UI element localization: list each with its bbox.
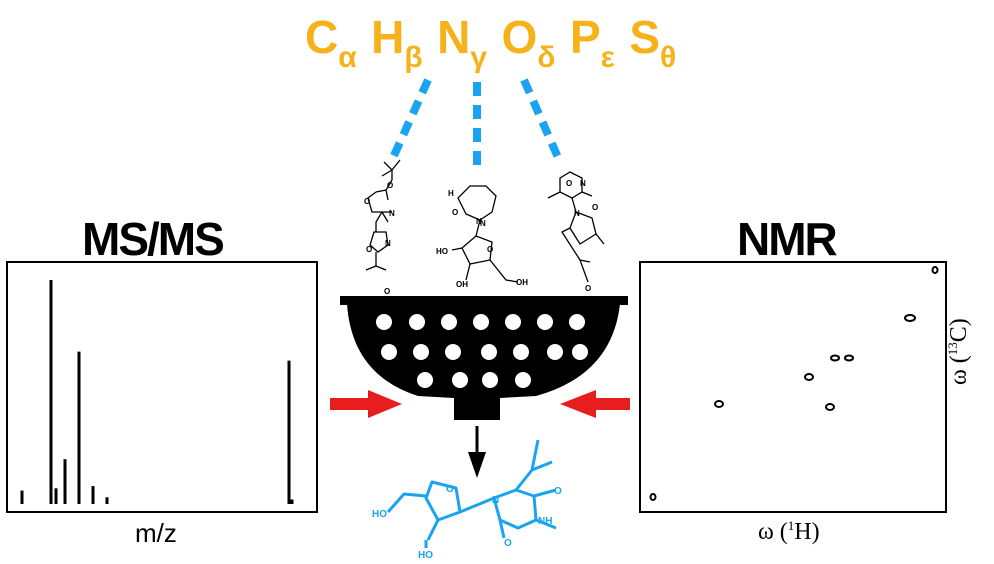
atom-label: O [554, 486, 562, 497]
nmr-peak [714, 400, 724, 408]
red-arrow-right [560, 390, 630, 418]
formula-element-n: Nγ [437, 11, 488, 74]
atom-label: OH [516, 278, 528, 287]
nmr-peak [830, 354, 840, 362]
atom-label: O [504, 538, 512, 549]
atom-label: HO [436, 247, 448, 256]
product-molecule [386, 439, 557, 548]
nmr-peak [804, 373, 814, 381]
atom-label: N [389, 209, 395, 218]
nmr-peaks [649, 266, 939, 501]
nmr-peak [649, 493, 657, 501]
atom-label: N [476, 217, 482, 226]
atom-label: N [480, 219, 486, 228]
nmr-peak [844, 354, 854, 362]
atom-label: NH [538, 516, 552, 527]
red-arrow-left [330, 390, 402, 418]
nmr-peak [904, 314, 916, 322]
atom-label: O [387, 181, 393, 190]
down-arrow [468, 426, 486, 478]
atom-label: O [566, 179, 572, 188]
red-arrows [330, 390, 630, 418]
dashed-line-right [520, 78, 564, 164]
ms-peaks [20, 280, 294, 504]
atom-label: N [574, 209, 580, 218]
atom-label: O [585, 284, 591, 293]
atom-label: O [446, 484, 454, 495]
formula-element-p: Pε [569, 11, 615, 74]
molecular-formula: Cα Hβ Nγ Oδ Pε Sθ [305, 10, 686, 74]
nmr-spectrum-frame [639, 261, 947, 513]
atom-label: O [364, 197, 370, 206]
dashed-line-left [388, 78, 432, 162]
atom-label: HO [418, 550, 433, 561]
ms-title: MS/MS [82, 213, 225, 265]
sieve-rim [340, 296, 628, 305]
atom-label: OH [456, 280, 468, 289]
formula-element-h: Hβ [371, 11, 423, 74]
sieve-bowl [347, 304, 620, 420]
formula-element-o: Oδ [501, 11, 556, 74]
atom-label: O [366, 245, 372, 254]
ms-xlabel: m/z [135, 518, 177, 548]
atom-label: HO [372, 509, 387, 520]
nmr-peak [825, 403, 835, 411]
atom-label: H [448, 189, 454, 198]
formula-element-s: Sθ [629, 11, 677, 74]
molecule-middle [451, 185, 519, 283]
atom-label: N [385, 239, 391, 248]
sieve-holes [376, 314, 588, 388]
nmr-title: NMR [737, 213, 838, 265]
molecule-right [547, 171, 605, 283]
atom-label: O [452, 208, 458, 217]
formula-element-c: Cα [305, 11, 357, 74]
atom-label: O [592, 203, 598, 212]
molecule-left [365, 159, 401, 271]
ms-spectrum-frame [6, 261, 318, 513]
dashed-connectors [388, 78, 564, 172]
atom-label: O [487, 245, 493, 254]
atom-label: N [492, 495, 499, 506]
nmr-peak [931, 266, 939, 274]
nmr-xlabel: ω (1H) [758, 518, 820, 545]
atom-label: O [384, 287, 390, 296]
atom-label: N [580, 179, 586, 188]
sieve-strainer [340, 296, 628, 420]
